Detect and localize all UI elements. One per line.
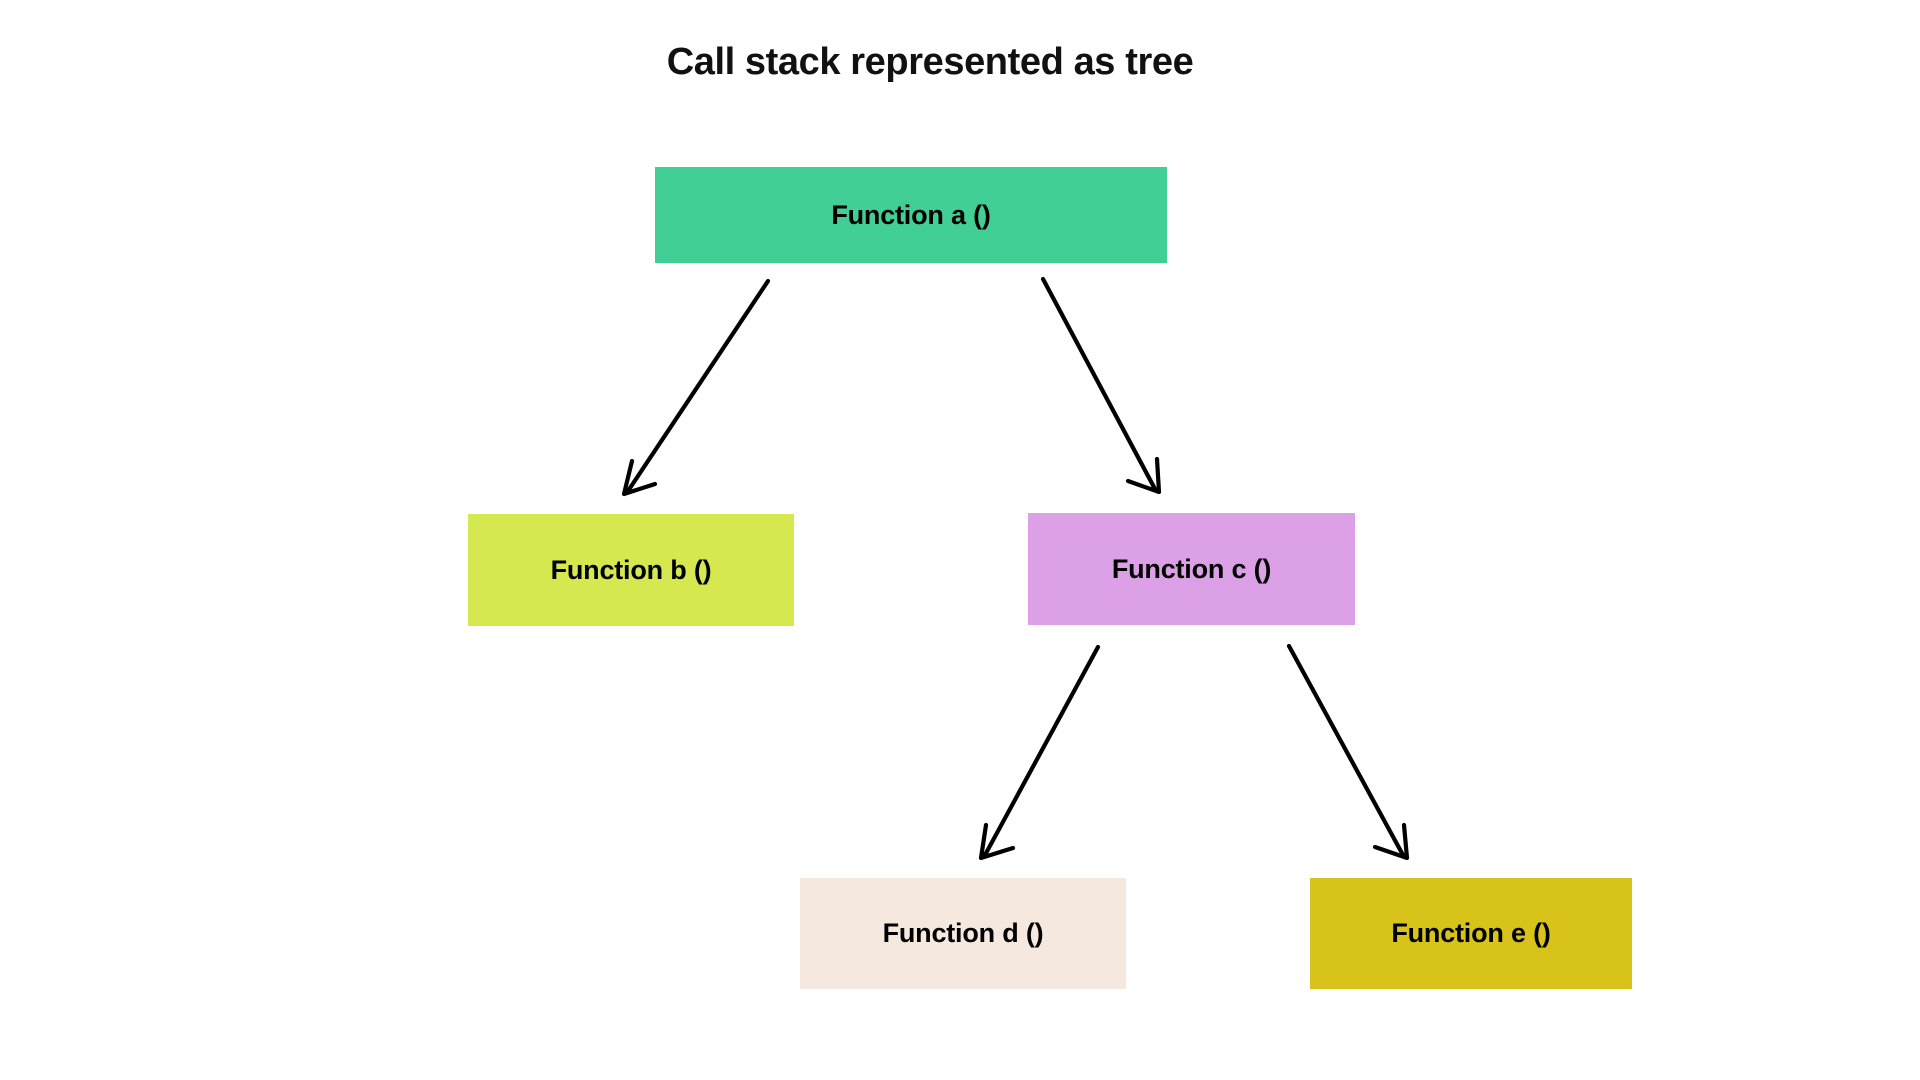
node-function-c-label: Function c () <box>1111 553 1272 584</box>
edge-a-b-line <box>625 278 771 494</box>
node-function-d-label: Function d () <box>882 918 1044 948</box>
node-function-a[interactable]: Function a () <box>655 167 1167 263</box>
edge-a-b <box>621 278 771 497</box>
page-title: Call stack represented as tree <box>666 41 1194 83</box>
edge-c-d <box>978 644 1101 861</box>
node-function-e[interactable]: Function e () <box>1310 878 1632 989</box>
edge-c-d-arrowhead <box>978 822 1016 861</box>
node-function-b[interactable]: Function b () <box>468 514 794 626</box>
edge-a-b-arrowhead <box>621 458 658 497</box>
node-function-e-label: Function e () <box>1391 918 1551 948</box>
edge-c-d-line <box>982 644 1101 858</box>
edge-a-c <box>1040 276 1162 495</box>
edge-c-e-arrowhead <box>1372 822 1410 861</box>
edge-a-c-arrowhead <box>1125 456 1162 495</box>
edge-a-c-line <box>1040 276 1158 492</box>
node-function-a-label: Function a () <box>831 199 991 230</box>
node-function-d[interactable]: Function d () <box>800 878 1126 989</box>
edge-c-e <box>1286 643 1410 861</box>
edge-c-e-line <box>1286 643 1406 858</box>
node-function-c[interactable]: Function c () <box>1028 513 1355 625</box>
node-function-b-label: Function b () <box>550 554 712 585</box>
